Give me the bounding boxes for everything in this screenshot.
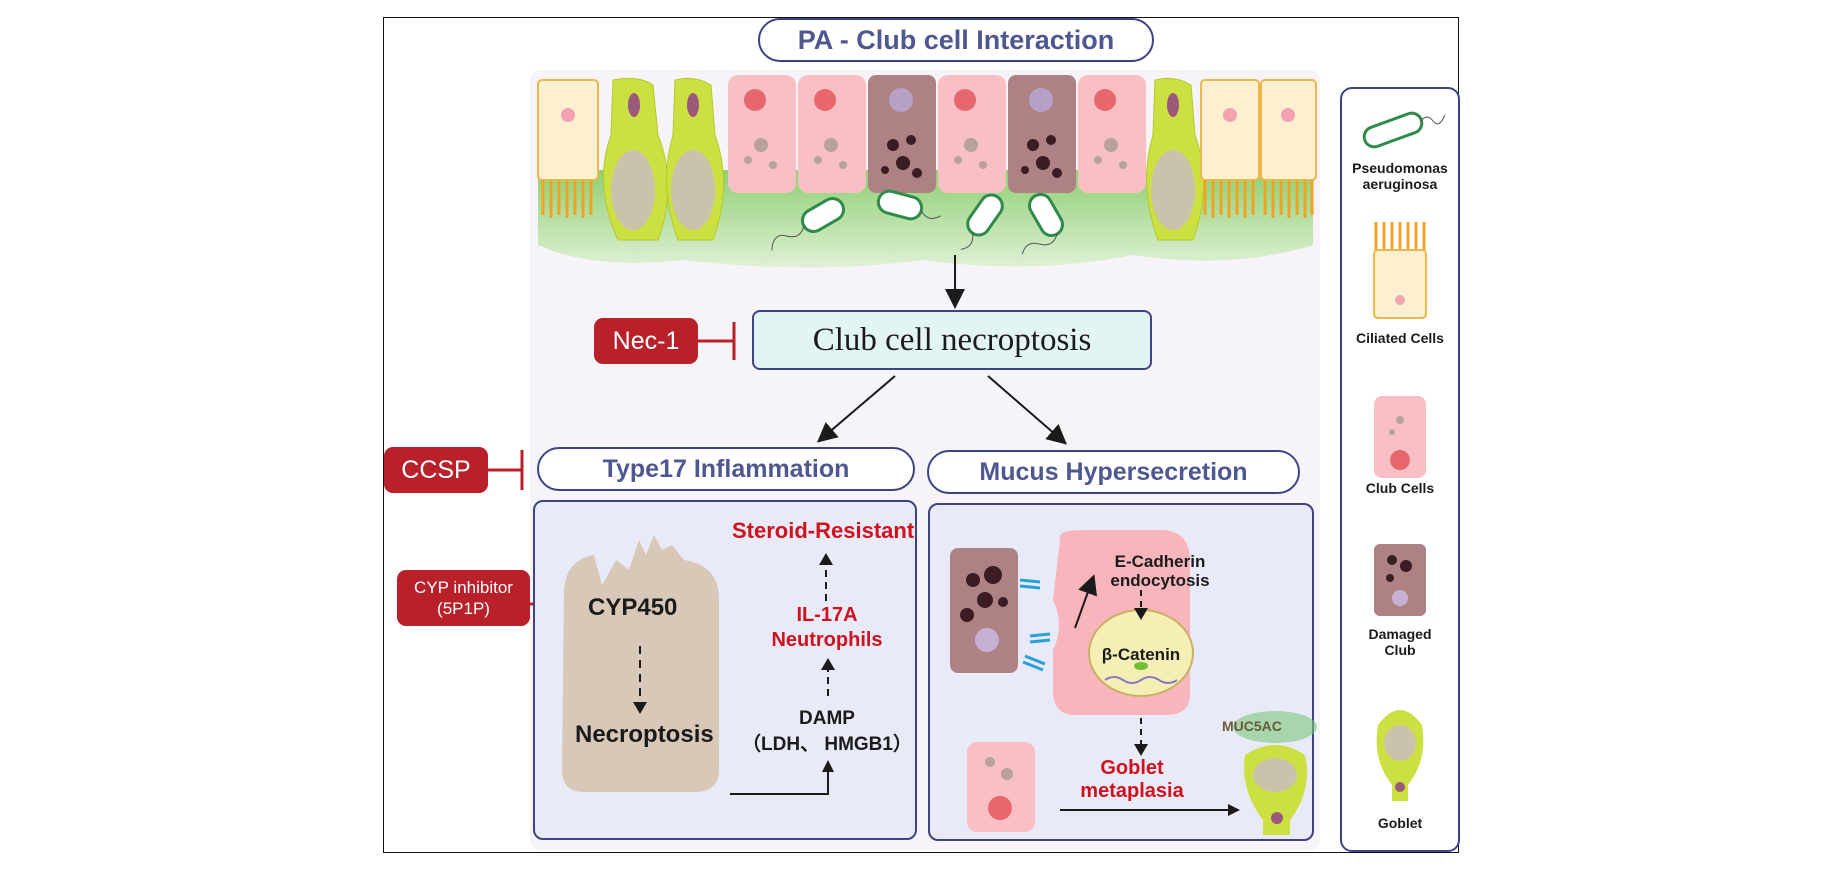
il17a-label: IL-17A bbox=[796, 604, 858, 626]
ciliated-cell-icon bbox=[1373, 222, 1427, 319]
damp-block: DAMP （LDH、 HMGB1） bbox=[742, 706, 912, 758]
goblet-cell bbox=[1244, 745, 1308, 835]
pseudomonas-bacterium bbox=[771, 197, 846, 251]
e-cadherin-endocytosis-label: E-Cadherin endocytosis bbox=[1100, 552, 1220, 590]
cyp-inhibitor-compound: (5P1P) bbox=[437, 599, 490, 618]
pseudomonas-bacterium bbox=[1021, 192, 1064, 255]
pseudomonas-bacterium bbox=[960, 193, 1004, 250]
mucus-hypersecretion-header: Mucus Hypersecretion bbox=[927, 450, 1300, 494]
metaplasia-label: metaplasia bbox=[1080, 780, 1184, 802]
legend-label-line: Pseudomonas bbox=[1352, 160, 1448, 176]
damp-to-il17-arrow bbox=[821, 658, 835, 696]
club-cell bbox=[1078, 75, 1146, 193]
goblet-cell-icon bbox=[1376, 710, 1424, 801]
legend-label-line: Club bbox=[1384, 642, 1416, 658]
ciliated-cell bbox=[1260, 79, 1317, 218]
necroptosis-to-damp-arrow bbox=[730, 760, 834, 795]
airway-epithelium-illustration bbox=[537, 75, 1317, 268]
pseudomonas-bacterium bbox=[876, 189, 941, 221]
figure-title: PA - Club cell Interaction bbox=[758, 18, 1154, 62]
damp-detail-label: （LDH、 HMGB1） bbox=[742, 734, 912, 755]
club-cell bbox=[798, 75, 866, 193]
legend-label-ciliated: Ciliated Cells bbox=[1356, 330, 1444, 346]
damaged-club-cell bbox=[1008, 75, 1076, 193]
legend-label-line: aeruginosa bbox=[1362, 176, 1438, 192]
e-cadherin-bonds bbox=[1019, 578, 1051, 672]
club-cell-icon bbox=[1374, 396, 1426, 478]
type17-inflammation-header: Type17 Inflammation bbox=[537, 447, 915, 491]
ciliated-cell bbox=[1200, 79, 1260, 218]
goblet-cell bbox=[603, 77, 669, 241]
club-cell bbox=[938, 75, 1006, 193]
legend-label-goblet: Goblet bbox=[1377, 815, 1423, 831]
goblet-label: Goblet bbox=[1100, 757, 1164, 779]
legend-label-pseudomonas: Pseudomonas aeruginosa bbox=[1340, 160, 1460, 192]
club-cell bbox=[967, 742, 1035, 832]
goblet-cell bbox=[666, 77, 725, 241]
goblet-metaplasia-label: Goblet metaplasia bbox=[1072, 757, 1192, 803]
cyp-inhibitor-label: CYP inhibitor (5P1P) bbox=[397, 570, 530, 626]
muc5ac-label: MUC5AC bbox=[1222, 718, 1282, 734]
mucus-pathway-illustration bbox=[950, 530, 1317, 835]
pseudomonas-icon bbox=[1362, 111, 1446, 149]
steroid-resistant-label: Steroid-Resistant bbox=[732, 518, 915, 543]
arrow-necroptosis-to-mucus bbox=[987, 375, 1068, 445]
legend-label-line: Damaged bbox=[1368, 626, 1432, 642]
cyp450-label: CYP450 bbox=[588, 594, 678, 621]
ciliated-cell bbox=[537, 79, 599, 218]
il17a-neutrophils-label: IL-17A Neutrophils bbox=[762, 603, 892, 653]
cyp450-to-necroptosis-arrow bbox=[633, 646, 647, 714]
damaged-club-cell bbox=[950, 548, 1018, 673]
necroptosis-label: Necroptosis bbox=[575, 721, 714, 748]
il17-to-steroid-arrow bbox=[819, 553, 833, 601]
muc5ac-cloud bbox=[1233, 711, 1317, 743]
damp-label: DAMP bbox=[799, 708, 855, 729]
goblet-cell bbox=[1146, 77, 1205, 241]
legend-label-damaged: Damaged Club bbox=[1340, 626, 1460, 658]
club-cell-necroptosis-node: Club cell necroptosis bbox=[752, 310, 1152, 370]
nec1-inhibitor-label: Nec-1 bbox=[594, 318, 698, 364]
legend-label-club: Club Cells bbox=[1365, 480, 1435, 496]
neutrophils-label: Neutrophils bbox=[771, 629, 883, 651]
submucosa-layer bbox=[538, 170, 1313, 268]
ccsp-inhibitor-label: CCSP bbox=[384, 447, 488, 493]
endocytosis-label: endocytosis bbox=[1110, 571, 1210, 590]
cyp-inhibitor-name: CYP inhibitor bbox=[414, 578, 513, 597]
ccsp-inhibition-bar bbox=[488, 450, 524, 490]
arrow-necroptosis-to-type17 bbox=[816, 375, 896, 443]
e-cadherin-label: E-Cadherin bbox=[1114, 552, 1206, 571]
club-cell bbox=[728, 75, 796, 193]
beta-catenin-label: β-Catenin bbox=[1101, 645, 1181, 664]
nec1-inhibition-bar bbox=[698, 322, 736, 360]
damaged-club-icon bbox=[1374, 544, 1426, 616]
damaged-club-cell bbox=[868, 75, 936, 193]
